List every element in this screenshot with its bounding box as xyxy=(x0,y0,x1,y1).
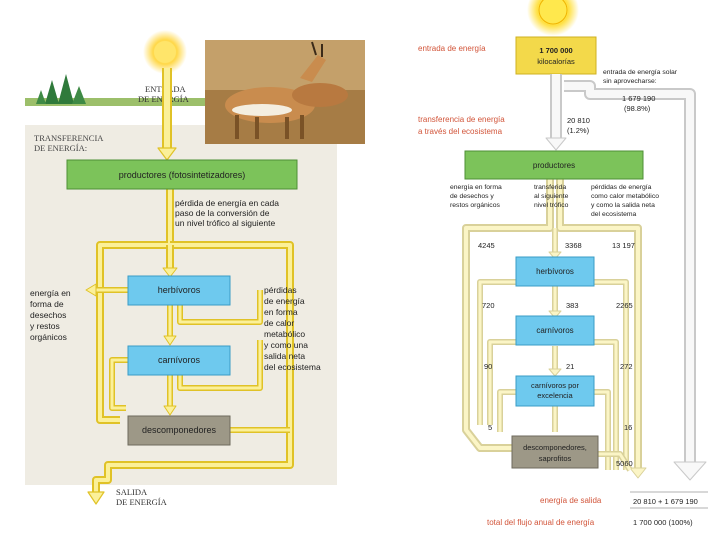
productores-box-right xyxy=(464,150,644,180)
descomponedores-box xyxy=(127,415,231,446)
row4-desechos-value: 5 xyxy=(488,423,492,432)
col-header-transferida-line2: al siguiente xyxy=(534,193,569,200)
col-header-desechos-line3: restos orgánicos xyxy=(450,202,500,209)
input-value: 1 700 000 xyxy=(539,46,572,55)
salida-label-line1: SALIDA xyxy=(116,487,148,497)
carnivoros-excelencia-box xyxy=(515,375,595,407)
input-unit: kilocalorías xyxy=(537,57,575,66)
carnivoros-box xyxy=(127,345,231,376)
row1-desechos-value: 4245 xyxy=(478,241,495,250)
carnivoros-label: carnívoros xyxy=(158,355,201,365)
sun-core-right xyxy=(538,0,568,25)
transferencia-line1: transferencia de energía xyxy=(418,115,505,124)
total-value: 1 700 000 (100%) xyxy=(633,518,693,527)
desechos-line4: y restos xyxy=(30,321,60,331)
perdidas-calor-line5: metabólico xyxy=(264,329,305,339)
row3-perdidas-value: 272 xyxy=(620,362,633,371)
desechos-line1: energía en xyxy=(30,288,71,298)
herbivoros-label: herbívoros xyxy=(158,285,201,295)
perdidas-calor-line8: del ecosistema xyxy=(264,362,321,372)
desechos-line2: forma de xyxy=(30,299,64,309)
ground-strip xyxy=(25,98,205,106)
col-header-desechos-line1: energía en forma xyxy=(450,184,502,191)
descomponedores-box-right xyxy=(511,435,599,469)
productores-label: productores (fotosintetizadores) xyxy=(119,170,246,180)
left-diagram: ENTRADA DE ENERGÍA TRANSFERENCIA DE ENER… xyxy=(25,30,365,507)
row3-transferida-value: 21 xyxy=(566,362,574,371)
col-header-desechos-line2: de desechos y xyxy=(450,193,494,200)
row2-transferida-value: 383 xyxy=(566,301,579,310)
perdida-conversion-line3: un nivel trófico al siguiente xyxy=(175,218,275,228)
productores-box xyxy=(66,159,298,190)
no-aprovechada-line1: entrada de energía solar xyxy=(603,69,678,76)
right-diagram: entrada de energía 1 700 000 kilocaloría… xyxy=(418,0,708,527)
row2-desechos-value: 720 xyxy=(482,301,495,310)
sun-core xyxy=(154,41,176,63)
right-flow-arrows xyxy=(462,74,707,481)
input-box xyxy=(515,36,597,75)
transferencia-label-line2: DE ENERGÍA: xyxy=(34,143,87,153)
no-aprovechada-pct: (98.8%) xyxy=(624,104,651,113)
perdidas-calor-line1: pérdidas xyxy=(264,285,297,295)
desechos-line3: desechos xyxy=(30,310,66,320)
descomponedores-line2: saprofitos xyxy=(539,454,572,463)
transfer-pct: (1.2%) xyxy=(567,126,590,135)
row2-perdidas-value: 2265 xyxy=(616,301,633,310)
col-header-perdidas-line2: como calor metabólico xyxy=(591,193,659,200)
row1-transferida-value: 3368 xyxy=(565,241,582,250)
perdida-conversion-line1: pérdida de energía en cada xyxy=(175,198,279,208)
perdidas-calor-line2: de energía xyxy=(264,296,305,306)
transferencia-line2: a través del ecosistema xyxy=(418,127,503,136)
col-header-perdidas-line3: y como la salida neta xyxy=(591,202,655,209)
row3-desechos-value: 90 xyxy=(484,362,492,371)
col-header-perdidas-line4: del ecosistema xyxy=(591,211,637,218)
perdidas-calor-line3: en forma xyxy=(264,307,298,317)
salida-value: 20 810 + 1 679 190 xyxy=(633,497,698,506)
descomponedores-line1: descomponedores, xyxy=(523,443,587,452)
carnivoros-label-right: carnívoros xyxy=(536,326,573,335)
antelope-illustration xyxy=(205,40,365,139)
carnivoros-box-right xyxy=(515,315,595,346)
transferencia-label-line1: TRANSFERENCIA xyxy=(34,133,104,143)
desechos-line5: orgánicos xyxy=(30,332,67,342)
perdidas-calor-line6: y como una xyxy=(264,340,308,350)
transfer-value: 20 810 xyxy=(567,116,590,125)
total-label: total del flujo anual de energía xyxy=(487,518,595,527)
carnivoros-excelencia-line1: carnívoros por xyxy=(531,381,579,390)
col-header-perdidas-line1: pérdidas de energía xyxy=(591,184,652,191)
salida-label-line2: DE ENERGÍA xyxy=(116,497,168,507)
left-flow-arrows xyxy=(85,68,294,505)
carnivoros-excelencia-line2: excelencia xyxy=(537,391,573,400)
no-aprovechada-value: 1 679 190 xyxy=(622,94,655,103)
row4-perdidas-value: 16 xyxy=(624,423,632,432)
col-header-transferida-line1: transferida xyxy=(534,184,566,191)
entrada-energia-label: entrada de energía xyxy=(418,44,486,53)
descomponedores-label: descomponedores xyxy=(142,425,217,435)
herbivoros-box xyxy=(127,275,231,306)
perdida-conversion-line2: paso de la conversión de xyxy=(175,208,270,218)
productores-label-right: productores xyxy=(533,161,575,170)
herbivoros-box-right xyxy=(515,256,595,287)
perdidas-calor-line7: salida neta xyxy=(264,351,305,361)
row1-perdidas-value: 13 197 xyxy=(612,241,635,250)
no-aprovechada-line2: sin aprovecharse: xyxy=(603,78,657,85)
herbivoros-label-right: herbívoros xyxy=(536,267,574,276)
descomp-out-value: 5060 xyxy=(616,459,633,468)
tree-icons xyxy=(36,74,86,104)
col-header-transferida-line3: nivel trófico xyxy=(534,202,569,209)
perdidas-calor-line4: de calor xyxy=(264,318,294,328)
salida-label: energía de salida xyxy=(540,496,602,505)
